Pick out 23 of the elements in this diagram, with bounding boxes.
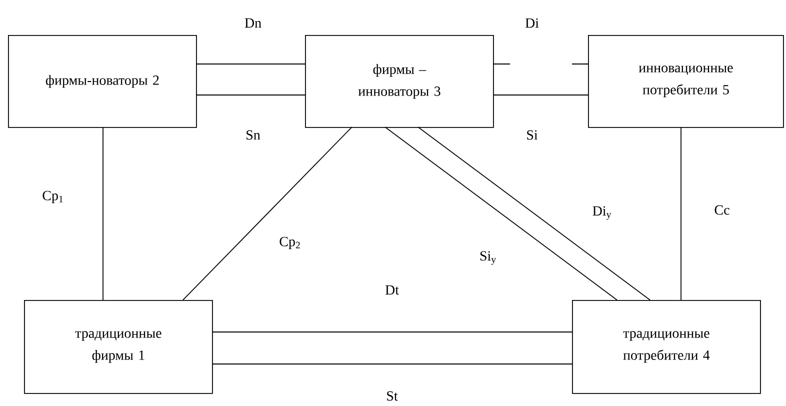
box: фирмы – инноваторы 3 <box>305 35 494 128</box>
edge-label: Cp$_{1}$ <box>41 190 65 204</box>
edge-label: Cc <box>713 204 731 216</box>
line <box>384 126 618 300</box>
edge-label: St <box>385 390 399 402</box>
edge-label: Si <box>525 129 539 141</box>
line <box>102 126 104 300</box>
box: фирмы-новаторы 2 <box>8 35 197 128</box>
edge-label: Si$_{у}$ <box>478 250 498 266</box>
edge-label: Dt <box>384 284 400 296</box>
edge-label: Cp$_{2}$ <box>278 236 302 250</box>
box: инновационные потребители 5 <box>588 35 784 128</box>
line <box>492 94 588 96</box>
line <box>182 126 352 300</box>
box: традиционные потребители 4 <box>572 300 761 394</box>
edge-label: Di$_{у}$ <box>591 205 613 221</box>
edge-label: Dn <box>243 17 263 29</box>
edge-label: Sn <box>244 129 262 141</box>
line <box>418 126 650 300</box>
line <box>196 94 306 96</box>
box: традиционные фирмы 1 <box>24 300 213 394</box>
line <box>680 126 682 300</box>
edge-label: Di <box>524 17 540 29</box>
